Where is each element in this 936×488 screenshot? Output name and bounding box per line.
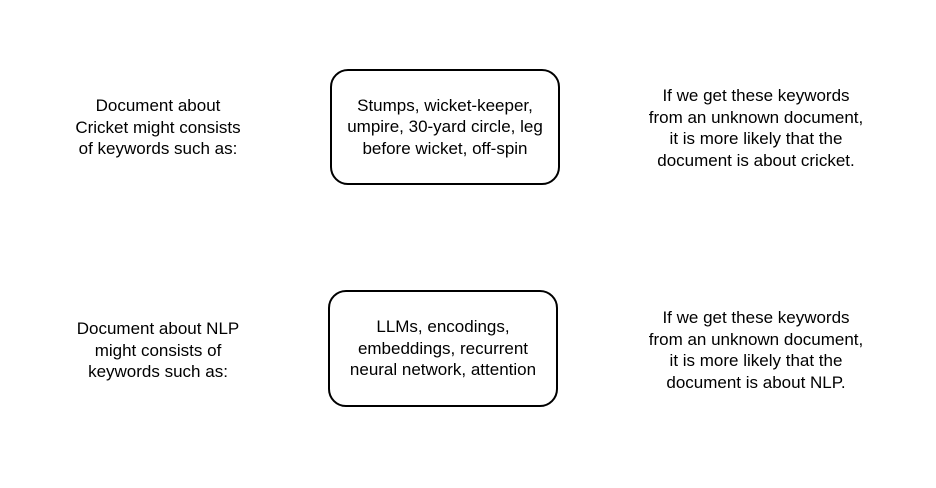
cricket-keywords-text: Stumps, wicket-keeper, umpire, 30-yard c… [347, 95, 543, 158]
cricket-premise-text: Document about Cricket might consists of… [75, 96, 241, 158]
cricket-keywords-box: Stumps, wicket-keeper, umpire, 30-yard c… [330, 69, 560, 185]
cricket-inference-text: If we get these keywords from an unknown… [648, 86, 864, 170]
nlp-keywords-text: LLMs, encodings, embeddings, recurrent n… [349, 317, 537, 380]
nlp-premise-text: Document about NLP might consists of key… [76, 319, 240, 381]
nlp-inference-text: If we get these keywords from an unknown… [648, 308, 864, 392]
nlp-keywords-box: LLMs, encodings, embeddings, recurrent n… [328, 290, 558, 407]
